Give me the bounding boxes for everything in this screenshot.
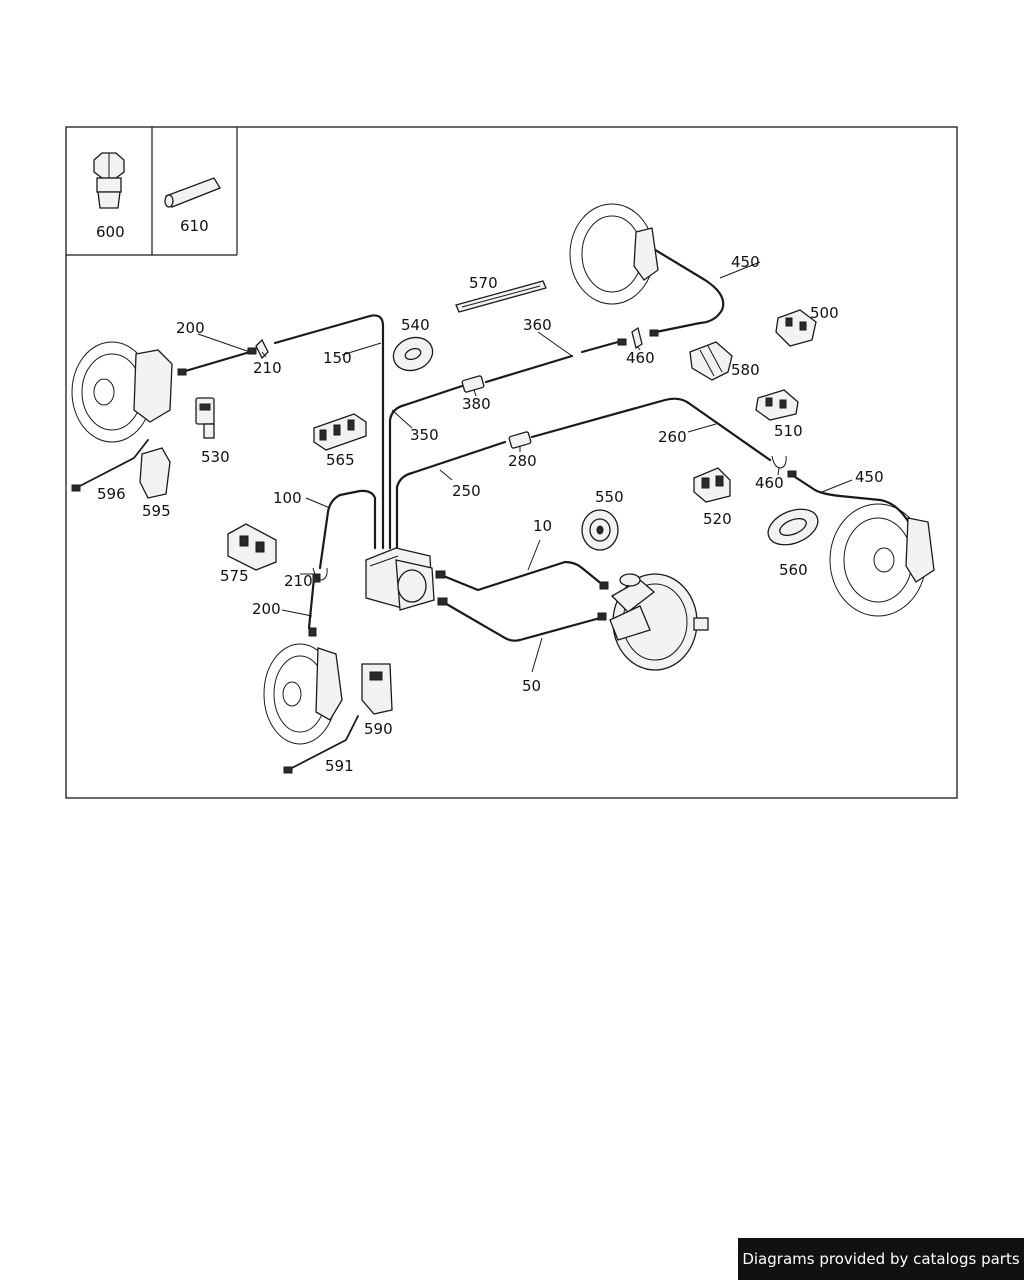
footer-credit: Diagrams provided by catalogs parts: [738, 1238, 1024, 1280]
part-595-sensor[interactable]: [139, 447, 171, 499]
inset-boxes: [66, 127, 238, 256]
line-10: [439, 560, 605, 592]
label-150: 150: [323, 349, 352, 367]
part-570-strip[interactable]: [455, 280, 547, 313]
label-280: 280: [508, 452, 537, 470]
label-450-bottom: 450: [855, 468, 884, 486]
label-565: 565: [326, 451, 355, 469]
label-510: 510: [774, 422, 803, 440]
line-50: [441, 600, 602, 642]
label-250: 250: [452, 482, 481, 500]
label-596: 596: [97, 485, 126, 503]
part-600-fitting[interactable]: [93, 152, 125, 209]
part-550-grommet[interactable]: [581, 509, 619, 551]
line-fittings: [177, 329, 797, 637]
part-590-sensor[interactable]: [361, 663, 393, 715]
label-591: 591: [325, 757, 354, 775]
rear-right-brake-disc[interactable]: [569, 203, 659, 305]
label-450-top: 450: [731, 253, 760, 271]
part-210-clip-bottom[interactable]: [312, 567, 328, 581]
abs-hydraulic-unit[interactable]: [365, 547, 435, 611]
part-460-clip-top[interactable]: [631, 326, 643, 350]
rear-left-brake-disc[interactable]: [263, 643, 343, 745]
label-575: 575: [220, 567, 249, 585]
part-575-holder[interactable]: [227, 523, 277, 571]
label-580: 580: [731, 361, 760, 379]
part-number-labels: 600 610 570 450 500 200 210 150 540 360 …: [96, 217, 884, 775]
part-596-sensor-cable[interactable]: [71, 439, 149, 492]
label-260: 260: [658, 428, 687, 446]
label-350: 350: [410, 426, 439, 444]
line-360: [484, 354, 574, 384]
part-565-holder[interactable]: [313, 413, 367, 451]
brake-booster[interactable]: [609, 573, 709, 671]
line-200-rear: [307, 576, 316, 630]
front-right-brake-disc[interactable]: [829, 503, 935, 617]
label-210-bottom: 210: [284, 572, 313, 590]
part-560-grommet[interactable]: [763, 502, 823, 551]
label-550: 550: [595, 488, 624, 506]
part-540-grommet[interactable]: [389, 332, 438, 376]
part-500-holder[interactable]: [775, 309, 817, 347]
label-570: 570: [469, 274, 498, 292]
label-530: 530: [201, 448, 230, 466]
line-250: [395, 440, 507, 550]
line-150: [273, 314, 385, 550]
part-460-clip-bottom[interactable]: [771, 455, 787, 469]
part-591-sensor-cable[interactable]: [283, 715, 359, 774]
label-540: 540: [401, 316, 430, 334]
label-520: 520: [703, 510, 732, 528]
label-600: 600: [96, 223, 125, 241]
label-590: 590: [364, 720, 393, 738]
label-500: 500: [810, 304, 839, 322]
front-left-brake-disc[interactable]: [71, 341, 173, 443]
label-595: 595: [142, 502, 171, 520]
part-210-clip-top[interactable]: [255, 338, 269, 360]
part-510-holder[interactable]: [755, 389, 799, 421]
line-100: [318, 489, 377, 570]
label-380: 380: [462, 395, 491, 413]
part-610-sleeve[interactable]: [164, 177, 221, 208]
label-200-top: 200: [176, 319, 205, 337]
part-580-damper[interactable]: [689, 341, 733, 381]
part-530-connector[interactable]: [195, 397, 215, 439]
label-10: 10: [533, 517, 552, 535]
brake-lines: [180, 246, 916, 642]
line-260: [530, 397, 772, 462]
leader-lines: [197, 261, 853, 673]
line-200-front: [180, 350, 252, 374]
part-280-connector[interactable]: [508, 431, 532, 449]
label-460-top: 460: [626, 349, 655, 367]
label-460-bottom: 460: [755, 474, 784, 492]
line-450-rear-right: [650, 246, 725, 334]
label-210-top: 210: [253, 359, 282, 377]
line-450-front-right: [790, 473, 916, 534]
line-350: [388, 384, 464, 550]
label-100: 100: [273, 489, 302, 507]
label-200-bottom: 200: [252, 600, 281, 618]
part-520-holder[interactable]: [693, 467, 731, 503]
label-50: 50: [522, 677, 541, 695]
label-610: 610: [180, 217, 209, 235]
part-380-connector[interactable]: [461, 375, 485, 393]
label-560: 560: [779, 561, 808, 579]
diagram-frame: [65, 126, 958, 799]
label-360: 360: [523, 316, 552, 334]
